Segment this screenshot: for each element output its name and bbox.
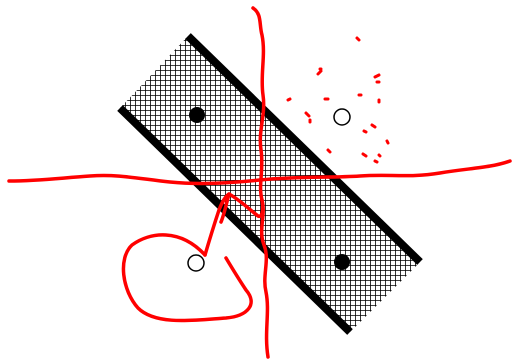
solid-point-lower — [334, 254, 350, 270]
hollow-point-lower-left — [188, 255, 204, 271]
solid-point-upper — [189, 107, 205, 123]
red-annotations — [9, 8, 510, 357]
hollow-point-upper-right — [334, 109, 350, 125]
loop-stroke — [123, 235, 251, 321]
band-fill — [120, 36, 420, 332]
crosshatch-band — [120, 36, 420, 332]
